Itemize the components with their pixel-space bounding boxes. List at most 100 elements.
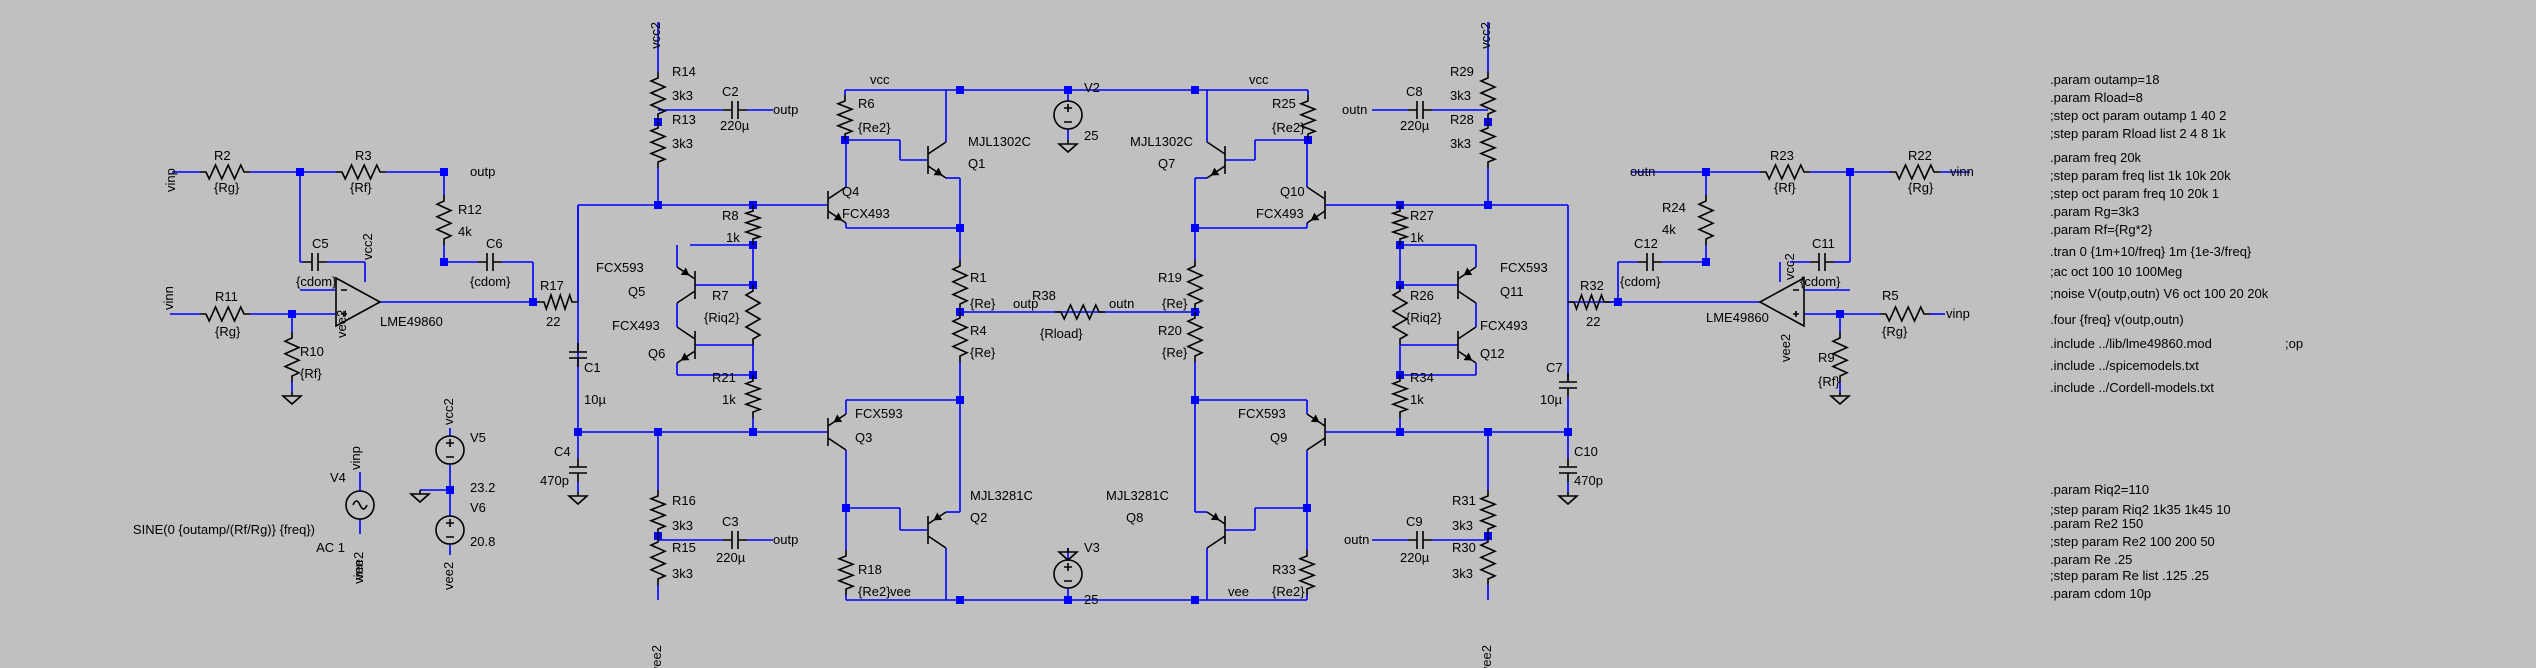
capacitor-c1 (569, 343, 587, 367)
resistor-ref: R31 (1452, 493, 1476, 508)
voltage-source-v3 (1053, 559, 1083, 589)
transistor-q1 (927, 141, 947, 179)
resistor-value: {Rg} (1882, 324, 1908, 339)
resistor-value: 4k (458, 224, 472, 239)
transistor-ref: Q6 (648, 346, 665, 361)
resistor-r15 (649, 536, 667, 585)
resistor-ref: R23 (1770, 148, 1794, 163)
spice-directive-line: .include ../lib/lme49860.mod (2050, 336, 2212, 351)
capacitor-value: {cdom} (296, 274, 337, 289)
transistor-ref: Q3 (855, 430, 872, 445)
transistor-ref: Q5 (628, 284, 645, 299)
capacitor-value: 220µ (1400, 118, 1430, 133)
resistor-ref: R5 (1882, 288, 1899, 303)
resistor-value: {Rg} (214, 180, 240, 195)
spice-directive-line: .param Rf={Rg*2} (2050, 222, 2153, 237)
resistor-ref: R21 (712, 370, 736, 385)
resistor-value: 3k3 (1450, 136, 1471, 151)
spice-directive-line: .param Rload=8 (2050, 90, 2143, 105)
resistor-ref: R30 (1452, 540, 1476, 555)
spice-directive-line: ;step param Rload list 2 4 8 1k (2050, 126, 2226, 141)
spice-directive-line: .four {freq} v(outp,outn) (2050, 312, 2184, 327)
resistor-value: {Rf} (1774, 180, 1796, 195)
source-ref: V2 (1084, 80, 1100, 95)
transistor-ref: Q7 (1158, 156, 1175, 171)
resistor-r12 (435, 195, 453, 245)
spice-directive-line: .param Riq2=110 (2050, 482, 2149, 497)
spice-directive-line: .param cdom 10p (2050, 586, 2151, 601)
resistor-r30 (1479, 536, 1497, 585)
resistor-r26 (1391, 285, 1409, 345)
resistor-ref: R17 (540, 278, 564, 293)
net-label-outn: outn (1344, 532, 1369, 547)
source-value: 23.2 (470, 480, 495, 495)
spice-directive-line: ;step param Re2 100 200 50 (2050, 534, 2215, 549)
resistor-r2 (200, 163, 250, 181)
resistor-r23 (1760, 163, 1810, 181)
net-label-vee2: vee2 (351, 552, 366, 580)
ground-symbol (280, 392, 304, 406)
resistor-ref: R8 (722, 208, 739, 223)
source-ref: V4 (330, 470, 346, 485)
resistor-r9 (1831, 332, 1849, 382)
transistor-model: FCX493 (612, 318, 660, 333)
resistor-r32 (1568, 292, 1610, 312)
capacitor-value: 220µ (1400, 550, 1430, 565)
net-label-outn: outn (1342, 102, 1367, 117)
transistor-model: FCX593 (855, 406, 903, 421)
resistor-ref: R10 (300, 344, 324, 359)
transistor-model: FCX593 (1500, 260, 1548, 275)
capacitor-c5 (303, 253, 327, 271)
transistor-q3 (827, 413, 847, 451)
capacitor-c10 (1559, 458, 1577, 482)
capacitor-value: {cdom} (1800, 274, 1841, 289)
transistor-model: MJL3281C (970, 488, 1033, 503)
transistor-q5 (676, 266, 696, 304)
transistor-ref: Q11 (1500, 284, 1524, 299)
transistor-model: FCX493 (1256, 206, 1304, 221)
spice-directive-line: ;step oct param freq 10 20k 1 (2050, 186, 2219, 201)
capacitor-c11 (1810, 253, 1834, 271)
source-sine-spec: SINE(0 {outamp/(Rf/Rg)} {freq}) (133, 522, 315, 537)
transistor-model: FCX493 (1480, 318, 1528, 333)
source-ref: V5 (470, 430, 486, 445)
transistor-ref: Q1 (968, 156, 985, 171)
resistor-value: 3k3 (1452, 518, 1473, 533)
net-label-vee2: vee2 (649, 645, 664, 668)
resistor-ref: R7 (712, 288, 729, 303)
capacitor-ref: C1 (584, 360, 601, 375)
resistor-ref: R16 (672, 493, 696, 508)
resistor-ref: R26 (1410, 288, 1434, 303)
resistor-ref: R13 (672, 112, 696, 127)
net-label-vcc: vcc (870, 72, 890, 87)
resistor-r14 (648, 72, 668, 120)
net-label-vinp: vinp (348, 446, 363, 470)
capacitor-ref: C3 (722, 514, 739, 529)
resistor-r20 (1186, 312, 1204, 362)
capacitor-c2 (723, 101, 747, 119)
transistor-ref: Q9 (1270, 430, 1287, 445)
resistor-r25 (1298, 95, 1318, 140)
capacitor-ref: C12 (1634, 236, 1658, 251)
resistor-r19 (1186, 260, 1204, 310)
transistor-ref: Q12 (1480, 346, 1505, 361)
resistor-r29 (1478, 72, 1498, 120)
resistor-r18 (836, 550, 856, 595)
capacitor-value: 10µ (584, 392, 606, 407)
resistor-r5 (1880, 305, 1930, 323)
spice-directive-line: .tran 0 {1m+10/freq} 1m {1e-3/freq} (2050, 244, 2252, 259)
capacitor-c4 (569, 458, 587, 482)
resistor-value: {Re2} (858, 120, 891, 135)
capacitor-value: 10µ (1540, 392, 1562, 407)
net-label-vee2: vee2 (441, 562, 456, 590)
resistor-value: {Rf} (300, 366, 322, 381)
resistor-value: {Rf} (350, 180, 372, 195)
resistor-ref: R29 (1450, 64, 1474, 79)
transistor-q9 (1306, 413, 1326, 451)
ground-symbol (1556, 492, 1580, 506)
transistor-model: FCX593 (596, 260, 644, 275)
capacitor-ref: C6 (486, 236, 503, 251)
transistor-ref: Q8 (1126, 510, 1143, 525)
capacitor-ref: C8 (1406, 84, 1423, 99)
spice-directive-line: .param outamp=18 (2050, 72, 2159, 87)
